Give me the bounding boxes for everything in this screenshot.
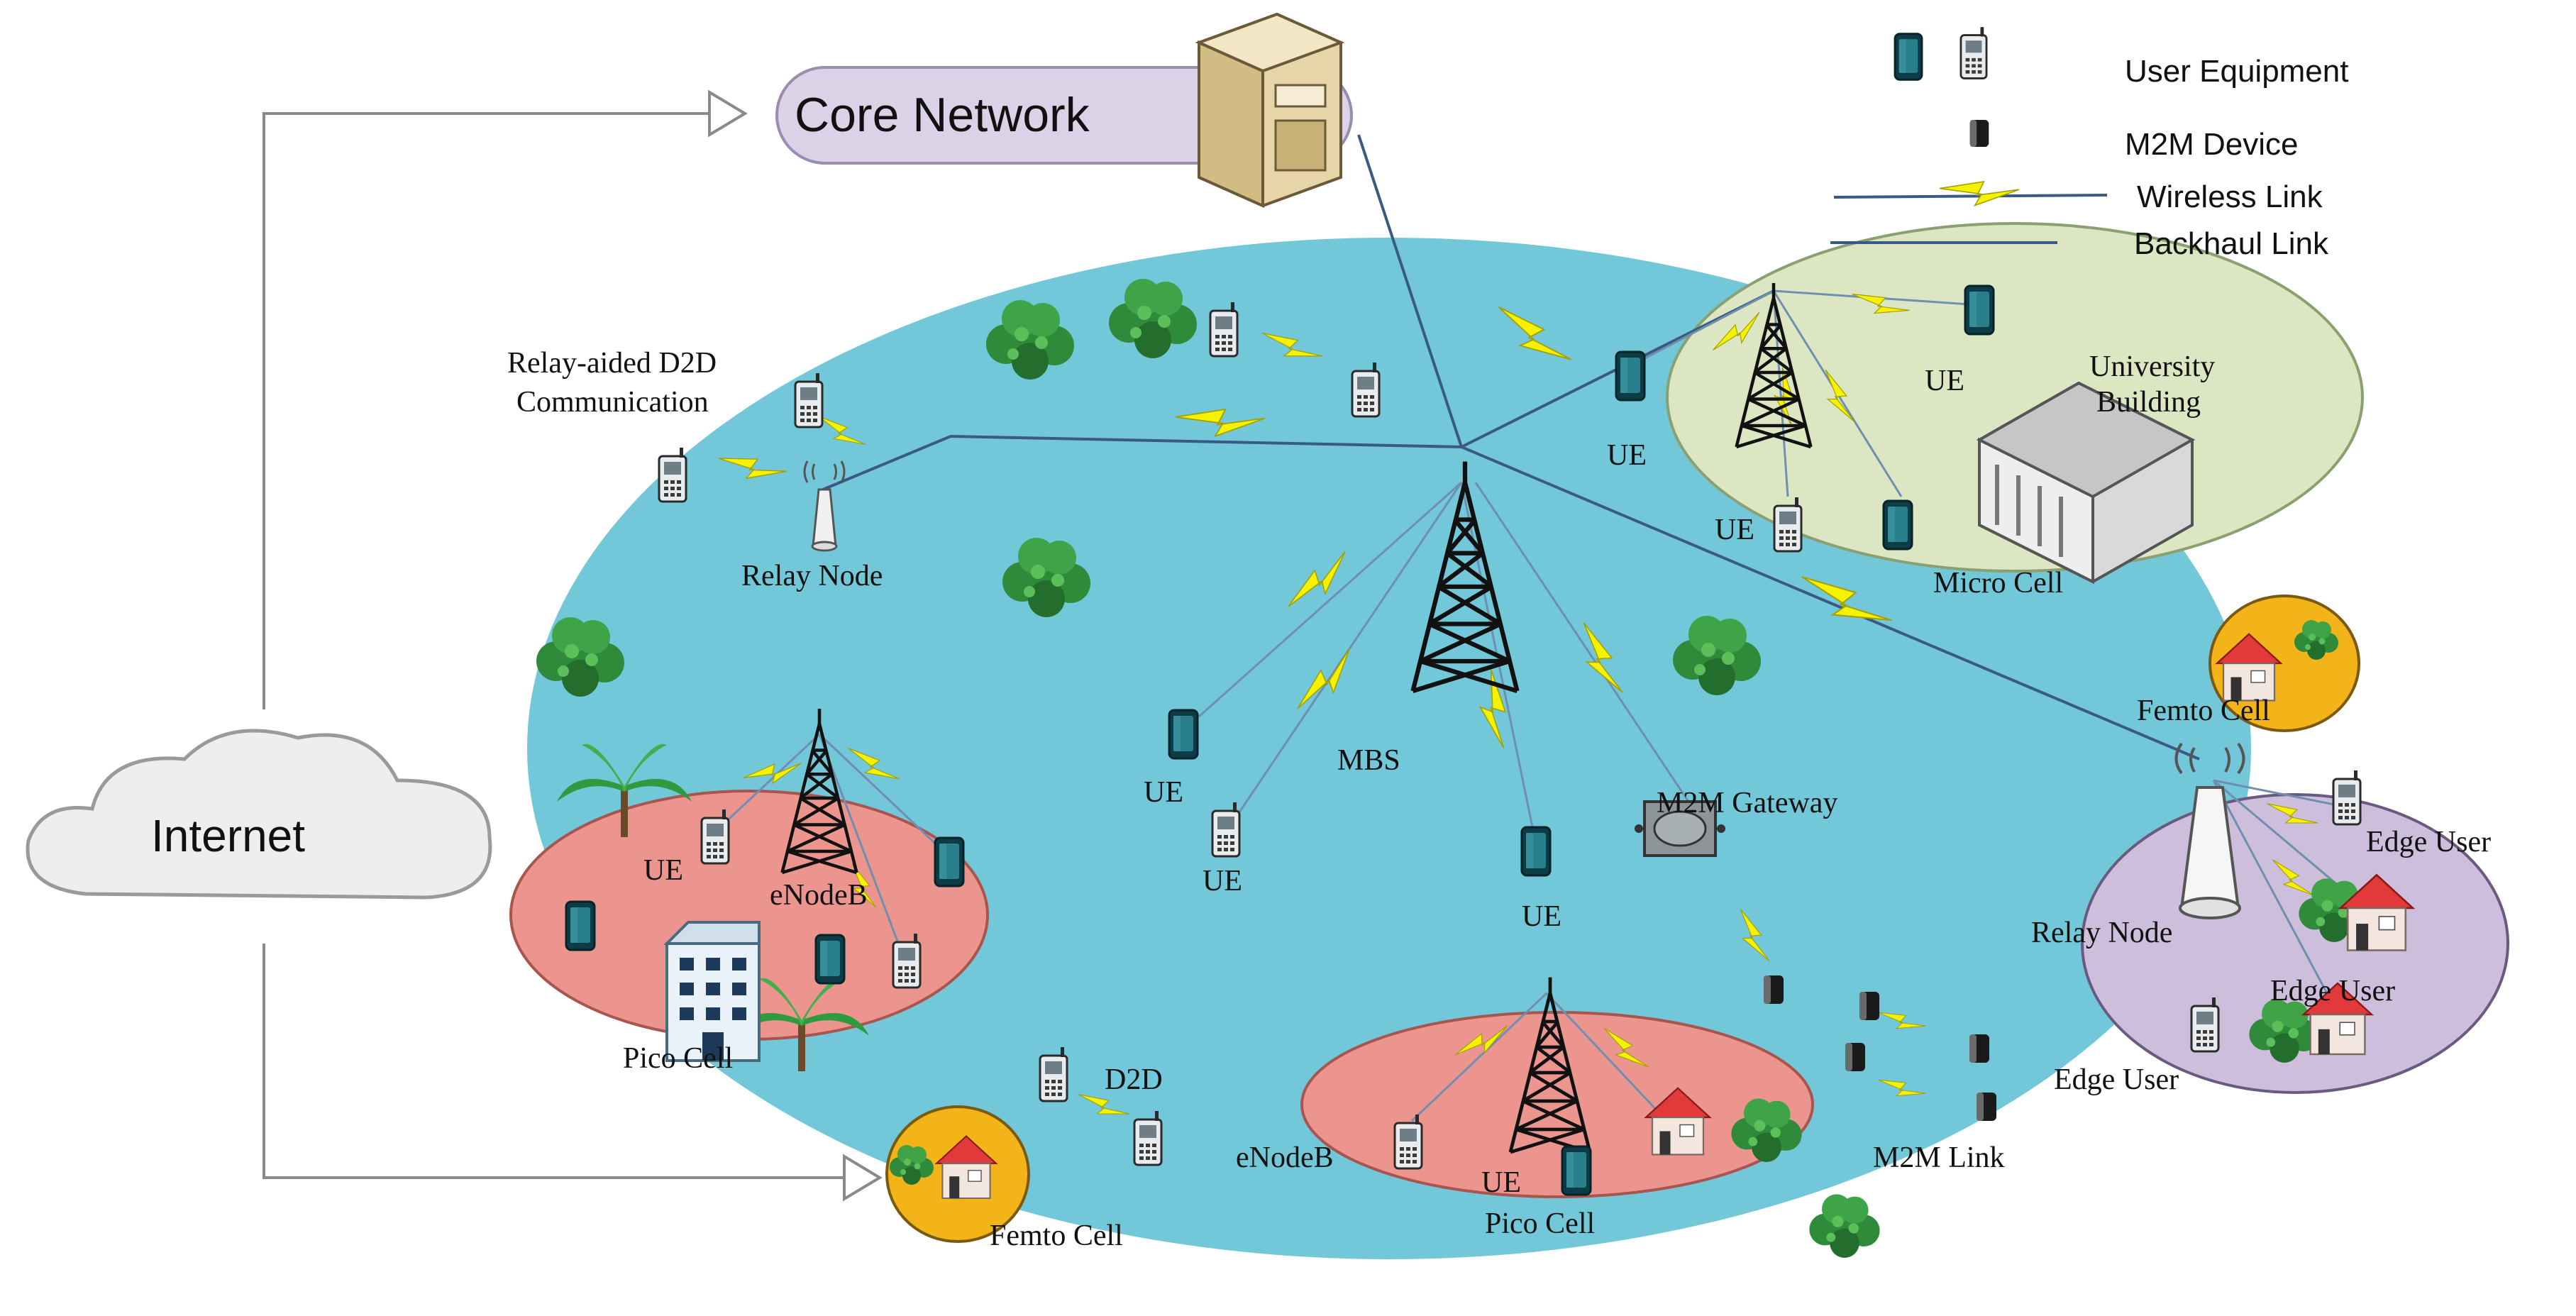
enodeb-label: eNodeB	[1236, 1141, 1334, 1174]
smartphone-icon	[1964, 284, 1995, 336]
smartphone-icon	[794, 372, 824, 428]
smartphone-icon	[1039, 1046, 1068, 1102]
smartphone-icon	[565, 900, 596, 951]
edge-user-label: Edge User	[2366, 826, 2491, 858]
smartphone-icon	[1882, 499, 1913, 551]
ue-label: UE	[1607, 439, 1647, 472]
smartphone-icon	[1351, 361, 1381, 418]
backhaul-links	[822, 134, 2200, 761]
building-icon	[1976, 381, 2196, 585]
ue-label: UE	[1925, 365, 1964, 397]
m2m-device-icon	[1969, 120, 1989, 147]
m2m-device-icon	[1977, 1093, 1996, 1121]
m2m-device-icon	[1969, 1034, 1989, 1063]
building-icon	[663, 921, 761, 1062]
relay-node-right-label: Relay Node	[2031, 917, 2172, 949]
smartphone-icon	[1168, 709, 1199, 760]
smartphone-icon	[700, 808, 730, 865]
smartphone-icon	[1393, 1113, 1423, 1170]
m2m-device-icon	[1859, 992, 1879, 1020]
edge-user-label: Edge User	[2270, 975, 2395, 1007]
ue-label: UE	[1481, 1166, 1521, 1199]
relay-node-left-label: Relay Node	[741, 560, 883, 592]
smartphone-icon	[1894, 33, 1923, 81]
smartphone-icon	[1211, 801, 1241, 858]
smartphone-icon	[1773, 496, 1803, 553]
core-network: Core Network	[775, 12, 1353, 209]
mbs-label: MBS	[1337, 744, 1400, 777]
internet-label: Internet	[151, 810, 305, 861]
smartphone-icon	[1959, 26, 1988, 79]
relay-aided-d2d-label-line2: Communication	[516, 386, 709, 419]
internet-backhaul-lines	[262, 89, 883, 1202]
smartphone-icon	[1615, 350, 1646, 402]
smartphone-icon	[892, 932, 922, 989]
m2m-link-label: M2M Link	[1873, 1141, 2005, 1174]
gateway-icon	[1635, 800, 1725, 857]
enodeb-label: eNodeB	[770, 879, 868, 912]
micro-cell-label: Micro Cell	[1933, 567, 2063, 599]
legend: User Equipment M2M Device Wireless Link …	[1830, 26, 2348, 261]
smartphone-icon	[1133, 1110, 1163, 1166]
core-network-label: Core Network	[795, 88, 1090, 142]
smartphone-icon	[814, 934, 846, 985]
m2m-device-icon	[1845, 1043, 1865, 1071]
smartphone-icon	[2190, 996, 2220, 1053]
legend-wireless-link: Wireless Link	[2137, 179, 2323, 214]
smartphone-icon	[1520, 826, 1552, 877]
relay-node-left-icon	[803, 460, 846, 552]
cloud-icon	[26, 729, 492, 900]
smartphone-icon	[934, 836, 965, 888]
university-label-line1: University	[2089, 350, 2215, 383]
relay-node-right-icon	[2174, 742, 2245, 919]
tree-icon	[1809, 1194, 1880, 1258]
wireless-link-legend-bolt	[1939, 181, 2020, 206]
femto-cell-label: Femto Cell	[990, 1220, 1123, 1252]
smartphone-icon	[1209, 301, 1239, 358]
relay-aided-d2d-label-line1: Relay-aided D2D	[507, 347, 717, 380]
pico-cell-label: Pico Cell	[623, 1042, 733, 1075]
femto-cell-label: Femto Cell	[2137, 695, 2270, 727]
m2m-gateway-label: M2M Gateway	[1657, 787, 1837, 819]
ue-label: UE	[1203, 865, 1242, 897]
smartphone-icon	[658, 446, 687, 503]
smartphone-icon	[2332, 769, 2362, 826]
legend-user-equipment: User Equipment	[2125, 54, 2348, 89]
d2d-label: D2D	[1105, 1063, 1163, 1096]
ue-label: UE	[1522, 900, 1561, 933]
ue-label: UE	[1715, 514, 1754, 546]
university-label-line2: Building	[2096, 386, 2201, 419]
pico-cell-label: Pico Cell	[1485, 1207, 1595, 1240]
server-icon	[1195, 12, 1345, 209]
legend-m2m-device: M2M Device	[2125, 127, 2299, 162]
edge-user-label: Edge User	[2054, 1063, 2179, 1096]
m2m-device-icon	[1764, 975, 1784, 1004]
ue-label: UE	[643, 854, 683, 887]
internet-cloud: Internet	[26, 729, 492, 900]
smartphone-icon	[1561, 1145, 1592, 1196]
legend-backhaul-link: Backhaul Link	[2134, 226, 2329, 261]
ue-label: UE	[1144, 776, 1183, 809]
